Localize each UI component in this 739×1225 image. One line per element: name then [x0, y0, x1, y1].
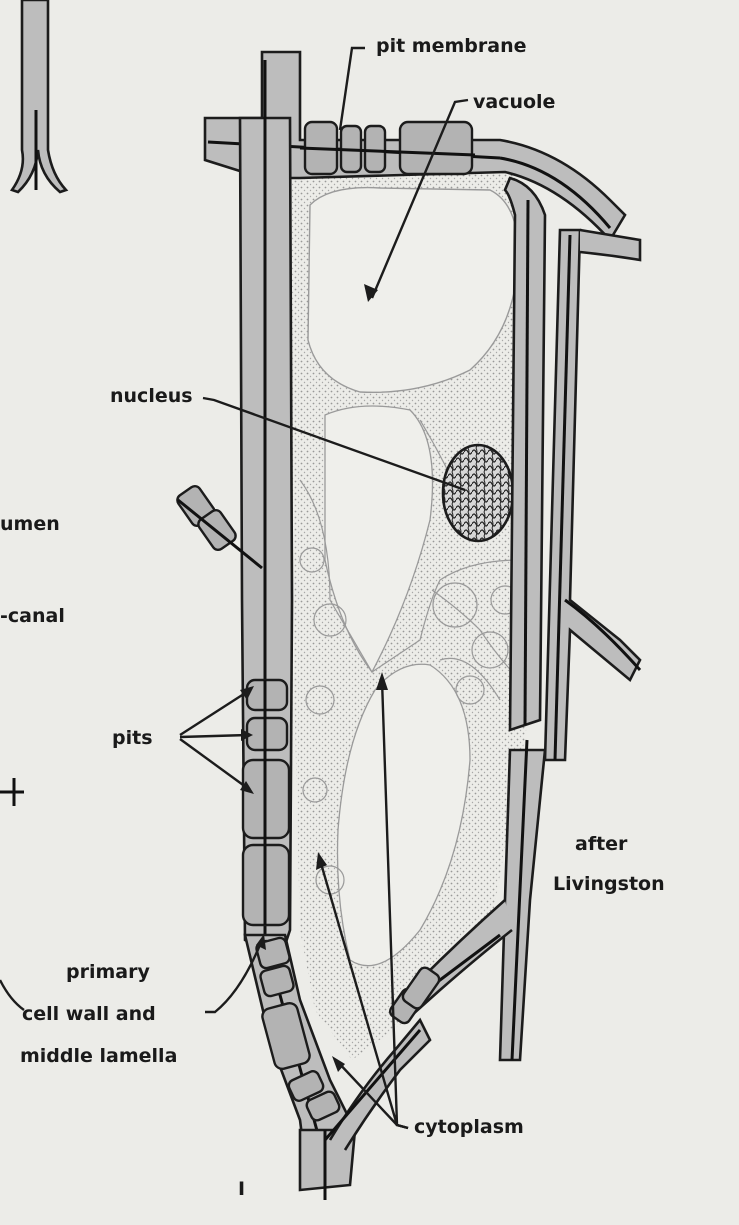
label-cell-wall-and: cell wall and: [22, 1003, 156, 1025]
label-livingston: Livingston: [553, 873, 665, 895]
label-umen: umen: [0, 513, 60, 535]
label-nucleus: nucleus: [110, 385, 193, 407]
nucleus: [443, 445, 513, 541]
label-middle-lamella: middle lamella: [20, 1045, 177, 1067]
label-pits: pits: [112, 727, 153, 749]
label-vacuole: vacuole: [473, 91, 555, 113]
figure-mark: I: [238, 1178, 245, 1200]
label-canal: -canal: [0, 605, 65, 627]
label-after: after: [575, 833, 628, 855]
label-primary: primary: [66, 961, 150, 983]
label-cytoplasm: cytoplasm: [414, 1116, 524, 1138]
label-pit-membrane: pit membrane: [376, 35, 527, 57]
